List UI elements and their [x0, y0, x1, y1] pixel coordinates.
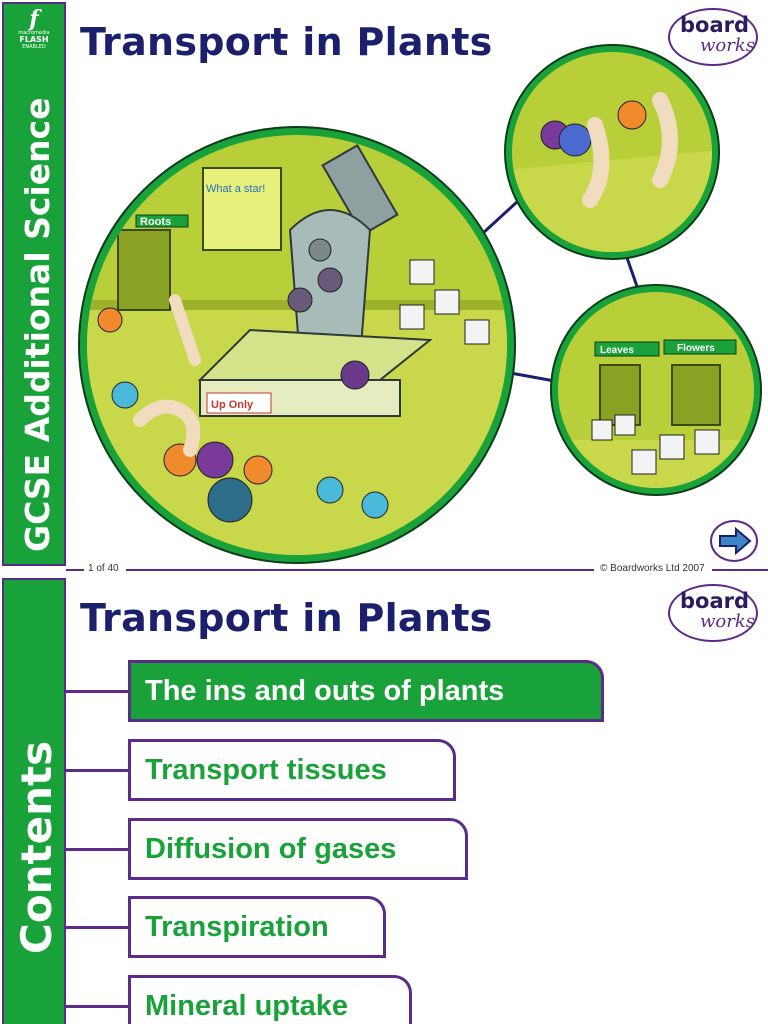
menu-item-diffusion-of-gases[interactable]: Diffusion of gases — [128, 818, 468, 880]
roots-scene-circle: What a star! Roots Up Only — [78, 126, 516, 564]
contents-slide: Contents Transport in Plants board works… — [0, 576, 768, 1024]
flash-logo-icon: f — [29, 6, 39, 32]
footer-divider — [126, 569, 594, 571]
illustration: What a star! Roots Up Only — [78, 44, 762, 564]
boardworks-logo: board works — [668, 8, 758, 66]
menu-connector — [66, 769, 130, 772]
roots-sign: Roots — [140, 216, 171, 228]
logo-word-board: board — [680, 589, 750, 613]
menu-connector — [66, 690, 130, 693]
sidebar: Contents — [2, 578, 66, 1024]
up-only-sign: Up Only — [211, 399, 254, 411]
arrow-right-icon — [719, 526, 752, 556]
next-slide-button[interactable] — [710, 520, 758, 562]
leaves-flowers-scene-circle: Leaves Flowers — [550, 284, 762, 496]
flash-enabled-badge: f macromedia FLASH ENABLED — [10, 8, 58, 58]
menu-connector — [66, 1005, 130, 1008]
poster-text: What a star! — [206, 183, 265, 195]
flash-badge-line2: FLASH — [19, 35, 49, 44]
menu-connector — [66, 926, 130, 929]
boardworks-logo: board works — [668, 584, 758, 642]
logo-word-works: works — [700, 611, 755, 632]
menu-item-transpiration[interactable]: Transpiration — [128, 896, 386, 958]
copyright: © Boardworks Ltd 2007 — [600, 563, 705, 572]
footer-divider — [712, 569, 768, 571]
logo-word-works: works — [700, 35, 755, 56]
sidebar: f macromedia FLASH ENABLED GCSE Addition… — [2, 2, 66, 566]
slide-separator — [0, 572, 768, 576]
menu-item-ins-and-outs[interactable]: The ins and outs of plants — [128, 660, 604, 722]
logo-word-board: board — [680, 13, 750, 37]
sidebar-label: Contents — [12, 740, 61, 954]
menu-item-mineral-uptake[interactable]: Mineral uptake — [128, 975, 412, 1024]
flowers-sign: Flowers — [677, 343, 715, 354]
menu-connector — [66, 848, 130, 851]
leaves-sign: Leaves — [600, 345, 634, 356]
title-slide: f macromedia FLASH ENABLED GCSE Addition… — [0, 0, 768, 572]
worms-scene-circle — [504, 44, 720, 260]
page-title: Transport in Plants — [80, 596, 493, 640]
flash-badge-line1: macromedia — [18, 30, 50, 36]
footer-divider — [66, 569, 84, 571]
page-title: Transport in Plants — [80, 20, 493, 64]
slide-number: 1 of 40 — [88, 563, 119, 572]
flash-badge-line3: ENABLED — [22, 44, 46, 50]
menu-item-transport-tissues[interactable]: Transport tissues — [128, 739, 456, 801]
